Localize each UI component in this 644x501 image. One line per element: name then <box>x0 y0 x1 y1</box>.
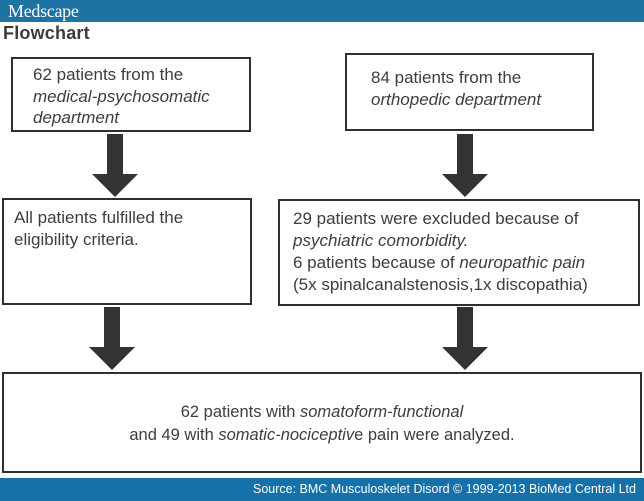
box-text-line: 62 patients with somatoform-functional <box>180 403 464 421</box>
arrow-head <box>89 347 135 370</box>
arrow-head <box>442 347 488 370</box>
box-text-line: 6 patients because of neuropathic pain <box>293 253 586 272</box>
box-text-line: and 49 with somatic-nociceptive pain wer… <box>129 426 515 444</box>
box-text-line: (5x spinalcanalstenosis,1x discopathia) <box>293 275 588 294</box>
box-psychosomatic-patients: 62 patients from the medical-psychosomat… <box>11 57 251 132</box>
box-text-line: 84 patients from the <box>371 68 522 87</box>
box-orthopedic-patients: 84 patients from the orthopedic departme… <box>345 53 594 131</box>
box-excluded-patients: 29 patients were excluded because of psy… <box>278 199 640 306</box>
arrow-head <box>92 174 138 197</box>
box-text-line: 62 patients from the <box>33 65 184 84</box>
box-text-line: medical-psychosomatic <box>33 86 210 106</box>
source-credit-text: Source: BMC Musculoskelet Disord © 1999-… <box>252 482 636 496</box>
arrow-shaft <box>107 134 123 174</box>
box-eligibility-criteria: All patients fulfilled the eligibility c… <box>2 198 252 305</box>
arrow-down-icon <box>442 307 488 370</box>
arrow-shaft <box>104 307 120 347</box>
page-title: Flowchart <box>3 23 90 43</box>
box-text-line: department <box>33 108 119 127</box>
arrow-head <box>442 174 488 197</box>
footer-bar: Source: BMC Musculoskelet Disord © 1999-… <box>0 478 644 501</box>
box-text-line: orthopedic department <box>371 89 542 109</box>
box-analyzed-patients: 62 patients with somatoform-functional a… <box>2 372 642 473</box>
header-bar: Medscape <box>0 0 644 22</box>
medscape-logo: Medscape <box>8 1 79 21</box>
box-text-line: All patients fulfilled the <box>14 208 184 227</box>
arrow-shaft <box>457 134 473 174</box>
arrow-down-icon <box>442 134 488 197</box>
arrow-shaft <box>457 307 473 347</box>
box-text-line: 29 patients were excluded because of <box>293 209 579 228</box>
box-text-line: eligibility criteria. <box>14 229 139 249</box>
arrow-down-icon <box>89 307 135 370</box>
box-text-line: psychiatric comorbidity. <box>293 231 469 250</box>
arrow-down-icon <box>92 134 138 197</box>
